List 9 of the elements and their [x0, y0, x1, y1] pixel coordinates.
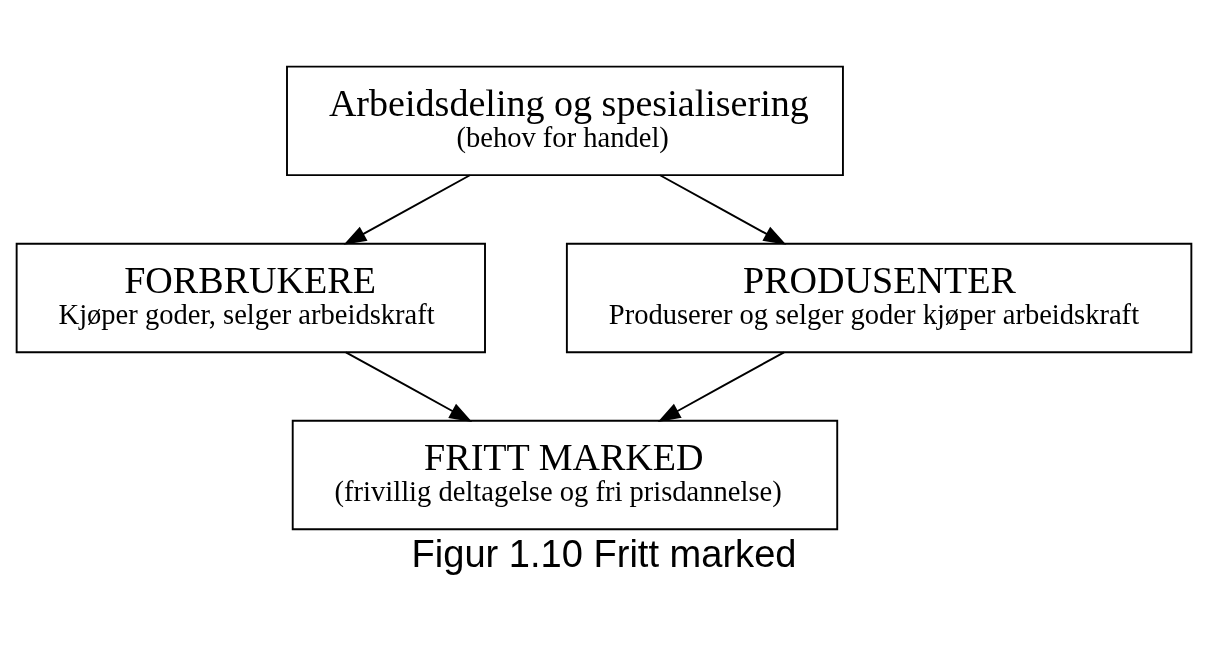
- node-box: PRODUSENTER Produserer og selger goder kjøper arbeidskraft: [565, 242, 1193, 354]
- arrow: [657, 351, 785, 422]
- node-box: FORBRUKERE Kjøper goder, selger arbeidskraft: [15, 242, 486, 354]
- arrow: [659, 174, 787, 245]
- node-box: FRITT MARKED (frivillig deltagelse og fri prisdannelse): [291, 419, 839, 531]
- arrow: [344, 351, 473, 422]
- node-box: Arbeidsdeling og spesialisering (behov for handel): [286, 65, 844, 177]
- arrow: [343, 174, 471, 245]
- caption: Figur 1.10 Fritt marked: [411, 533, 797, 576]
